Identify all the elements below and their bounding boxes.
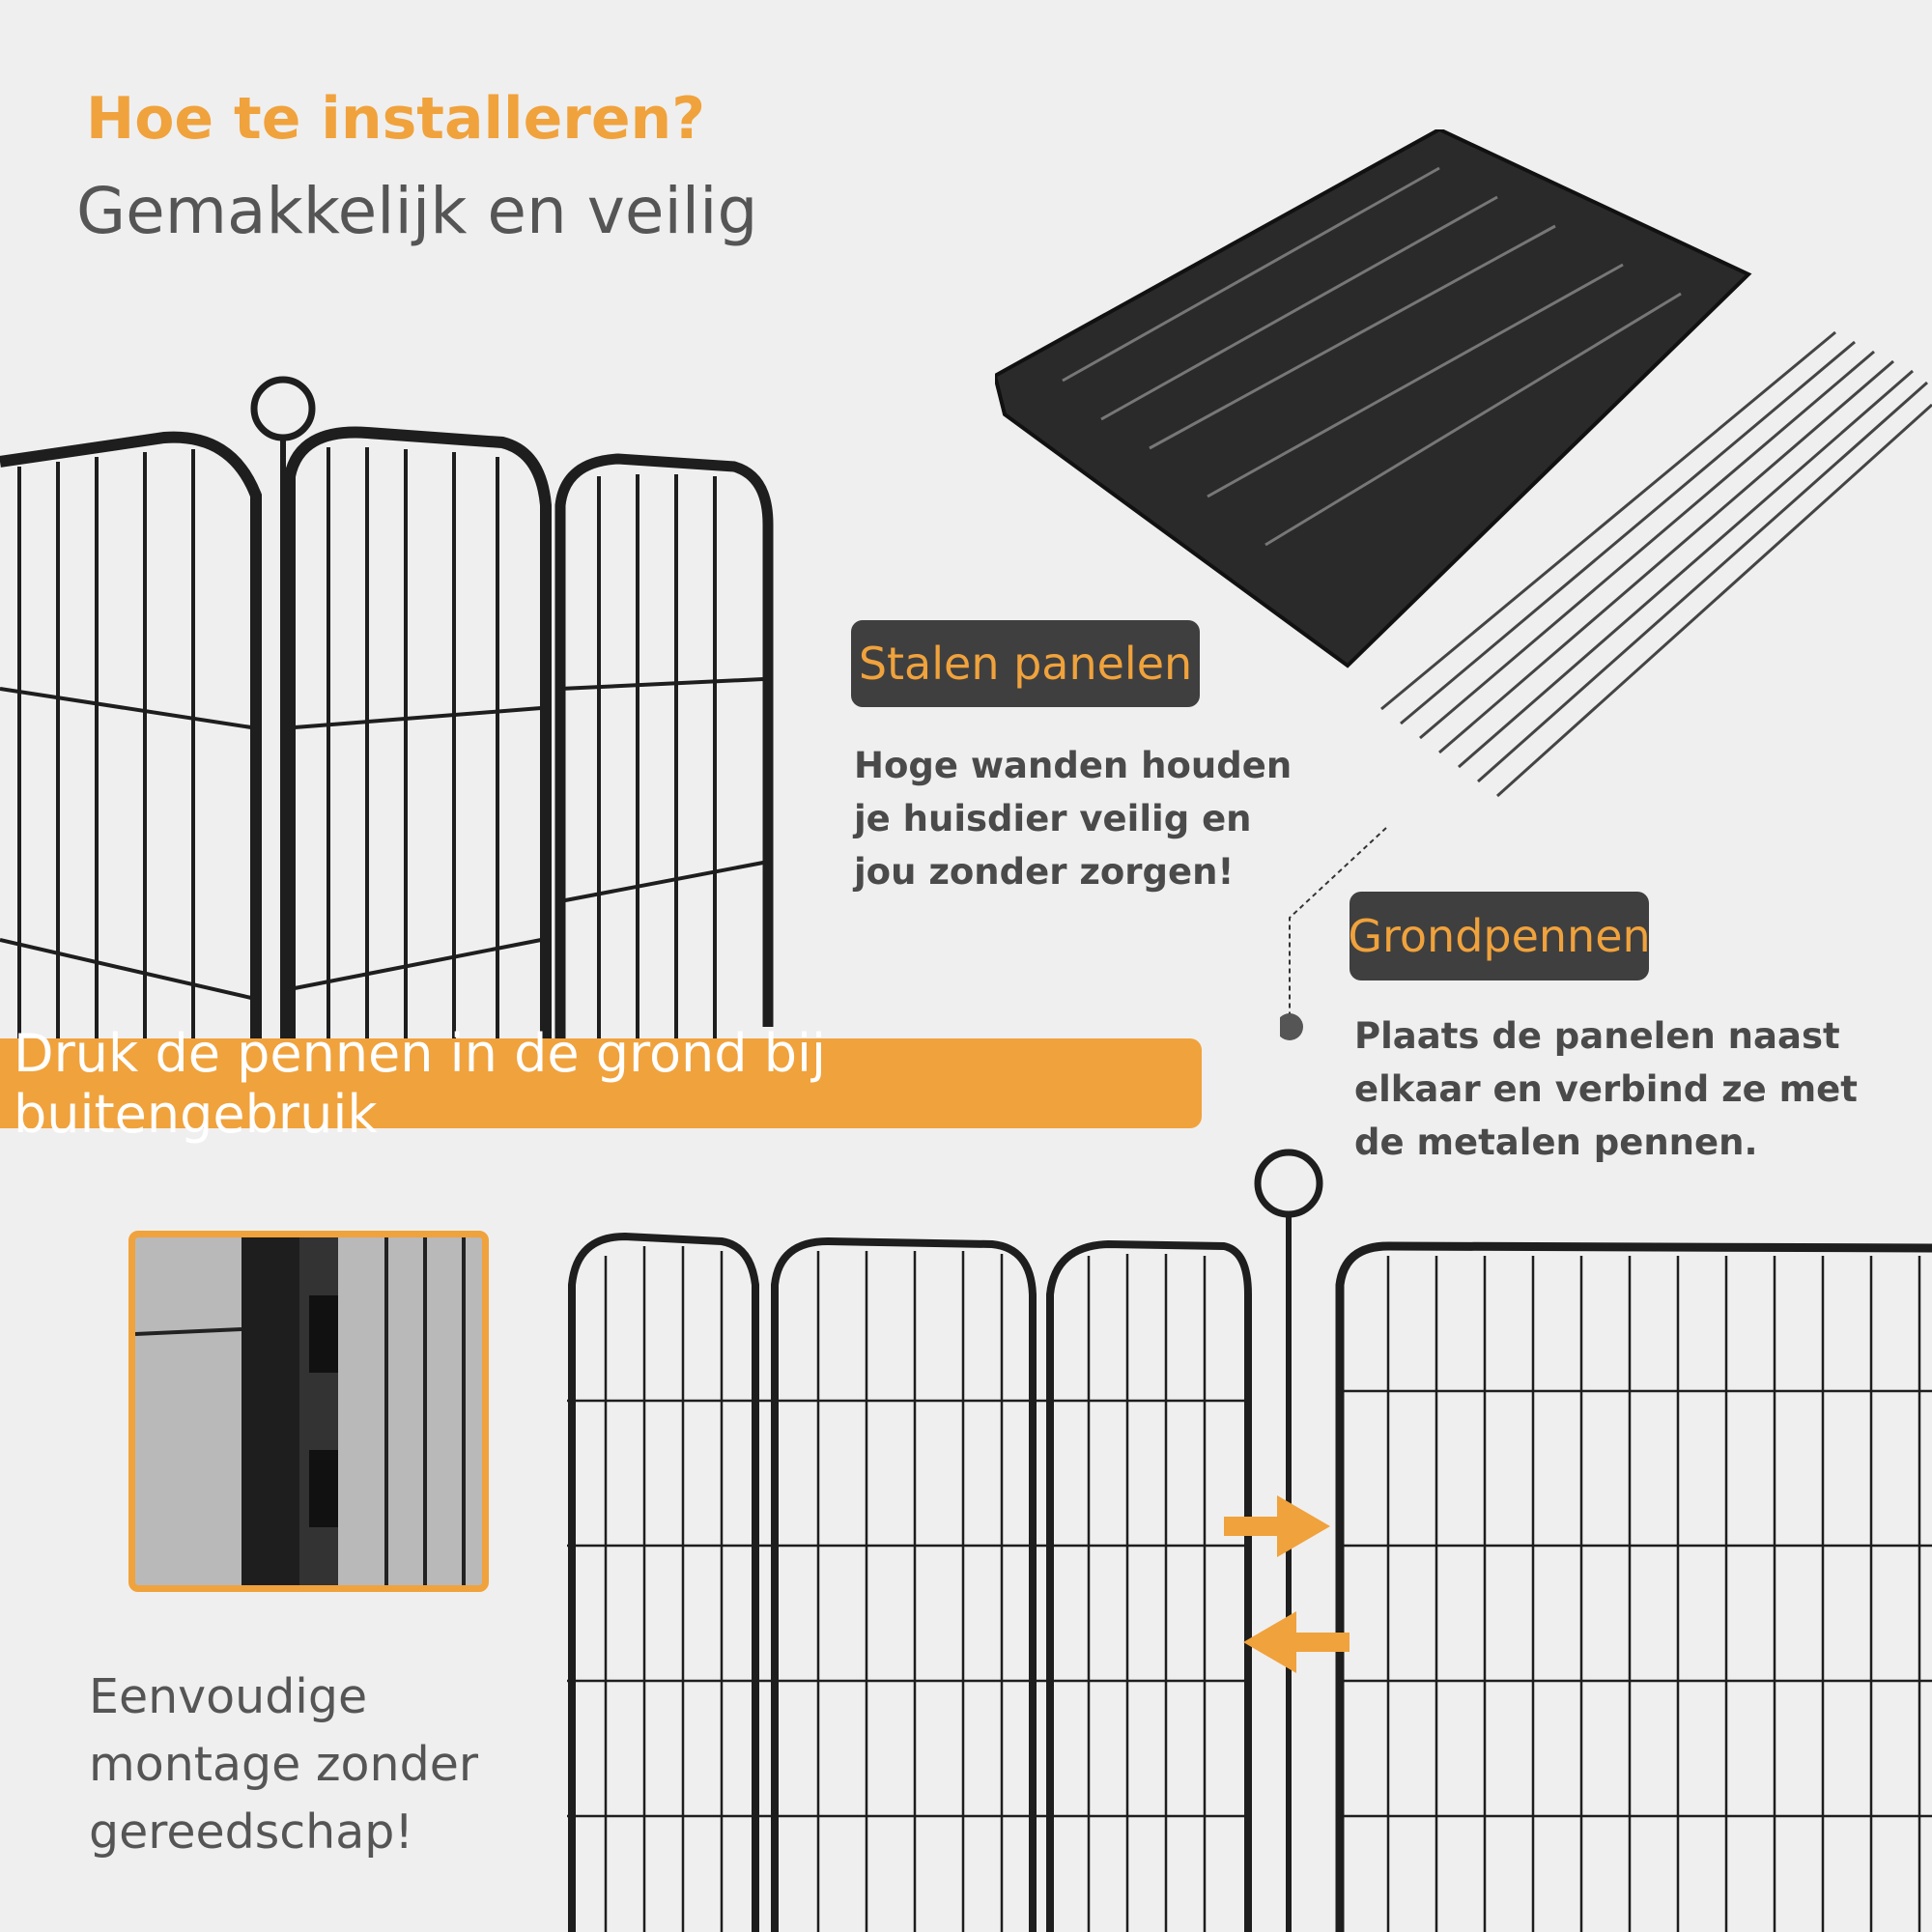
page-subtitle: Gemakkelijk en veilig [76,174,758,248]
folded-panels-image [995,129,1932,798]
connector-line [1280,827,1387,1040]
feature-badge-ground-pins: Grondpennen [1348,892,1651,980]
outdoor-use-banner: Druk de pennen in de grond bij buitengeb… [0,1023,1202,1145]
feature-description-ground-pins: Plaats de panelen naast elkaar en verbin… [1354,1015,1858,1163]
fence-connection-image [567,1149,1932,1932]
fence-panels-image [0,376,774,1046]
banner-text: Druk de pennen in de grond bij buitengeb… [14,1022,827,1145]
hinge-closeup-image [128,1231,489,1592]
assembly-note: Eenvoudige montage zonder gereedschap! [89,1669,478,1860]
page-title: Hoe te installeren? [86,85,706,153]
feature-description-steel-panels: Hoge wanden houden je huisdier veilig en… [854,745,1293,893]
feature-badge-steel-panels: Stalen panelen [851,620,1200,707]
arrow-right-icon [1224,1495,1330,1557]
arrow-left-icon [1243,1611,1350,1673]
